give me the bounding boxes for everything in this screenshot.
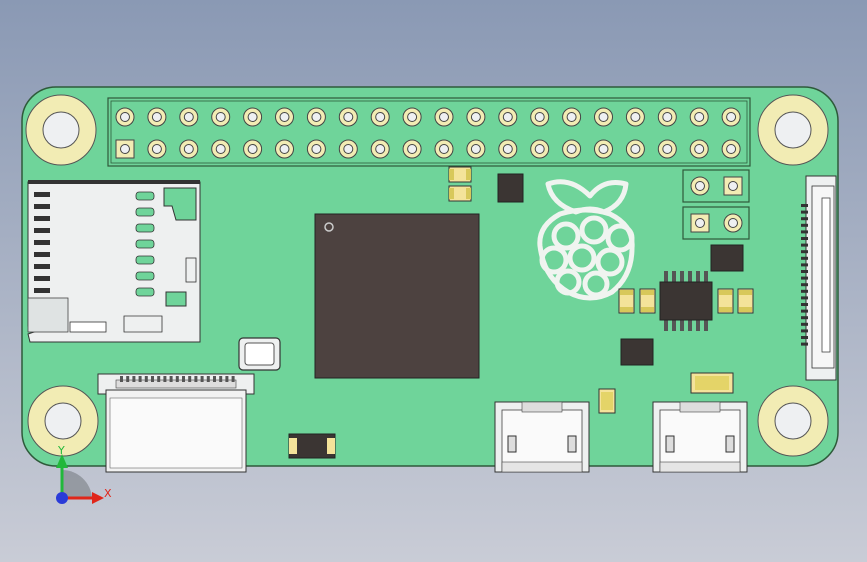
mounting-hole-top-right <box>757 94 829 166</box>
mounting-hole-top-left <box>25 94 97 166</box>
gpio-pin <box>562 107 582 127</box>
gpio-pin <box>306 139 326 159</box>
sd-card-slot[interactable] <box>27 180 201 343</box>
smd-inductor-2 <box>620 338 654 366</box>
gpio-pin <box>243 139 263 159</box>
triad-x-arrow-icon <box>92 492 104 504</box>
gpio-pin <box>689 107 709 127</box>
gpio-pin <box>211 139 231 159</box>
gpio-pin <box>370 107 390 127</box>
sd-pads <box>135 191 155 297</box>
sd-contacts <box>34 192 50 293</box>
gpio-pin <box>338 107 358 127</box>
smd-cap-small <box>598 388 616 414</box>
micro-usb-connector-data[interactable] <box>494 401 590 473</box>
gpio-pin <box>434 139 454 159</box>
gpio-pin <box>179 139 199 159</box>
smd-diode <box>288 433 336 459</box>
camera-connector[interactable] <box>801 175 837 381</box>
smd-inductor <box>710 244 744 272</box>
mounting-holes <box>25 94 829 457</box>
small-ic <box>659 271 713 331</box>
gpio-pin <box>530 107 550 127</box>
gpio-pin <box>625 107 645 127</box>
smd-capacitor-pair <box>448 166 472 202</box>
smd-caps-right <box>618 288 754 314</box>
gpio-pin <box>115 107 135 127</box>
gpio-pin <box>498 139 518 159</box>
gpio-pin <box>211 107 231 127</box>
gpio-pin <box>498 107 518 127</box>
gpio-pin <box>466 139 486 159</box>
gpio-pin <box>306 107 326 127</box>
jumper-pads-top[interactable] <box>682 169 750 203</box>
gpio-pin <box>657 139 677 159</box>
gpio-pin <box>147 107 167 127</box>
triad-z-axis <box>56 492 68 504</box>
gpio-pin <box>275 139 294 159</box>
raspberry-logo <box>537 179 635 301</box>
jumper-pads-bottom[interactable] <box>682 206 750 240</box>
gpio-pin <box>275 107 294 127</box>
gpio-pins <box>115 107 741 159</box>
gpio-pin <box>721 139 741 159</box>
gpio-pin <box>402 107 422 127</box>
gpio-pin <box>434 107 454 127</box>
smd-transistor <box>497 173 524 203</box>
gpio-pin <box>402 139 422 159</box>
gpio-pin <box>147 139 167 159</box>
smd-resistor-yellow <box>690 372 734 394</box>
gpio-pin <box>689 139 709 159</box>
gpio-pin <box>179 107 199 127</box>
status-led-button[interactable] <box>238 337 281 371</box>
gpio-pin <box>370 139 390 159</box>
mounting-hole-bottom-left <box>27 385 99 457</box>
gpio-pin <box>657 107 677 127</box>
mounting-hole-bottom-right <box>757 385 829 457</box>
gpio-pin <box>594 107 613 127</box>
gpio-pin <box>625 139 645 159</box>
gpio-pin <box>530 139 550 159</box>
gpio-pin <box>594 139 613 159</box>
triad-y-label: Y <box>57 444 65 457</box>
coordinate-triad: Y X <box>56 444 112 504</box>
camera-connector-pins <box>801 204 808 346</box>
gpio-pin <box>721 107 741 127</box>
triad-x-label: X <box>104 487 112 500</box>
gpio-pin <box>562 139 582 159</box>
gpio-pin <box>243 107 263 127</box>
soc-chip[interactable] <box>314 213 480 379</box>
triad-plane-icon <box>62 469 92 498</box>
gpio-pin <box>115 139 135 159</box>
gpio-pin <box>338 139 358 159</box>
triad-y-arrow-icon <box>56 454 68 468</box>
mini-hdmi-connector[interactable] <box>97 373 255 473</box>
gpio-header[interactable] <box>107 97 751 167</box>
micro-usb-connector-power[interactable] <box>652 401 748 473</box>
gpio-pin <box>466 107 486 127</box>
